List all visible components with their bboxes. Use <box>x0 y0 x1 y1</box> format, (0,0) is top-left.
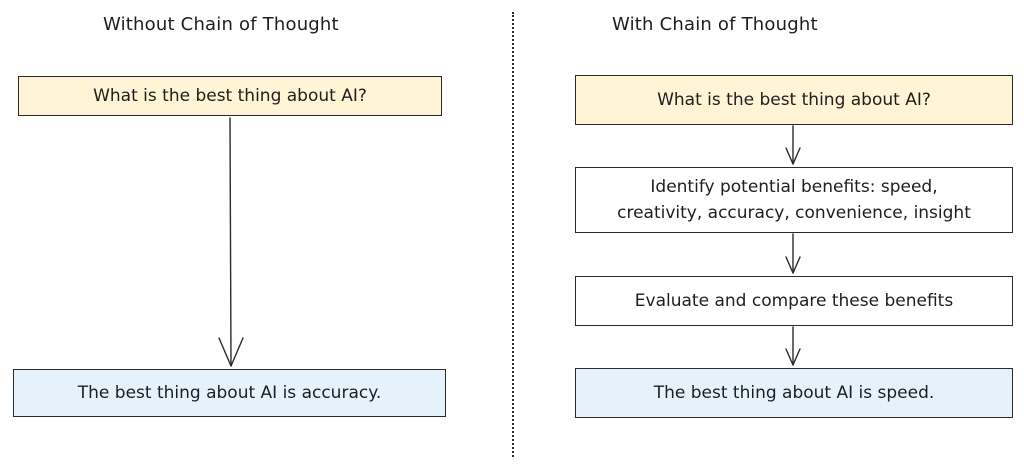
left-question-text: What is the best thing about AI? <box>93 86 367 106</box>
right-question-box: What is the best thing about AI? <box>575 75 1013 125</box>
step-identify-line2: creativity, accuracy, convenience, insig… <box>617 203 971 223</box>
right-answer-text: The best thing about AI is speed. <box>653 383 935 403</box>
left-answer-box: The best thing about AI is accuracy. <box>13 369 446 417</box>
left-question-box: What is the best thing about AI? <box>18 76 442 116</box>
step-identify-line1: Identify potential benefits: speed, <box>650 177 938 197</box>
right-panel-title: With Chain of Thought <box>612 14 818 35</box>
step-identify-box: Identify potential benefits: speed, crea… <box>575 167 1013 233</box>
evaluate-to-answer-arrow <box>785 326 801 366</box>
panel-divider <box>512 12 514 457</box>
question-to-identify-arrow <box>785 125 801 165</box>
left-question-to-answer-arrow <box>218 117 244 367</box>
identify-to-evaluate-arrow <box>785 233 801 274</box>
step-evaluate-box: Evaluate and compare these benefits <box>575 276 1013 326</box>
right-question-text: What is the best thing about AI? <box>657 90 931 110</box>
left-answer-text: The best thing about AI is accuracy. <box>77 383 382 403</box>
right-answer-box: The best thing about AI is speed. <box>575 368 1013 418</box>
left-panel-title: Without Chain of Thought <box>103 14 339 35</box>
step-evaluate-text: Evaluate and compare these benefits <box>634 291 954 311</box>
